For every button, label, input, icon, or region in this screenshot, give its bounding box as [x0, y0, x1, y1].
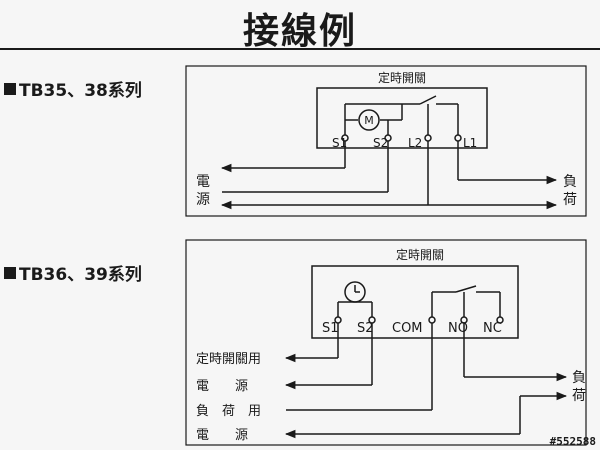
right-label-char-1: 負	[563, 174, 577, 190]
catalog-code: #552588	[549, 435, 596, 448]
right-label-char-2: 荷	[572, 388, 586, 404]
diagram-frame	[185, 239, 587, 446]
left-label-power-1: 電 源	[196, 379, 248, 394]
series-name: TB36、39系列	[19, 265, 142, 285]
terminal-s1: S1	[322, 321, 339, 336]
diagram-tb35-38	[185, 65, 587, 217]
diagram-tb36-39-labels: 定時開關 S1 S2 COM NO NC 定時開關用 電 源 負 荷 用 電 源…	[196, 247, 586, 443]
left-label-char-2: 源	[196, 192, 210, 208]
terminal-no: NO	[448, 321, 468, 336]
diagram-tb35-38-labels: 定時開關 M S1 S2 L2 L1 電 源 負 荷	[196, 70, 577, 208]
diagram-tb36-39	[185, 239, 587, 446]
switch-label: 定時開關	[396, 247, 444, 262]
motor-symbol	[358, 109, 380, 131]
terminal-s1: S1	[332, 136, 347, 150]
switch-contact-arm	[455, 285, 477, 293]
terminal-l1: L1	[463, 136, 477, 150]
series-name: TB35、38系列	[19, 81, 142, 101]
terminal-com: COM	[392, 321, 423, 336]
switch-housing	[316, 87, 488, 149]
right-label-char-2: 荷	[563, 192, 577, 208]
diagram-frame	[185, 65, 587, 217]
switch-housing	[311, 265, 519, 339]
terminal-l2: L2	[408, 136, 422, 150]
terminal-nc: NC	[483, 321, 502, 336]
switch-contact-arm	[419, 95, 437, 105]
right-label-char-1: 負	[572, 370, 586, 386]
motor-label: M	[364, 114, 374, 127]
switch-label: 定時開關	[378, 70, 426, 85]
left-label-timer-power: 定時開關用	[196, 352, 261, 367]
bullet-square-icon	[4, 82, 16, 95]
page-title: 接線例	[242, 11, 357, 52]
left-label-char-1: 電	[196, 174, 210, 190]
series-label-tb36-39: TB36、39系列	[4, 260, 142, 285]
left-label-power-2: 電 源	[196, 428, 248, 443]
series-label-tb35-38: TB35、38系列	[4, 76, 142, 101]
terminal-s2: S2	[357, 321, 374, 336]
terminal-s2: S2	[373, 136, 388, 150]
title-divider	[0, 48, 600, 50]
bullet-square-icon	[4, 266, 16, 279]
left-label-load: 負 荷 用	[196, 404, 261, 419]
